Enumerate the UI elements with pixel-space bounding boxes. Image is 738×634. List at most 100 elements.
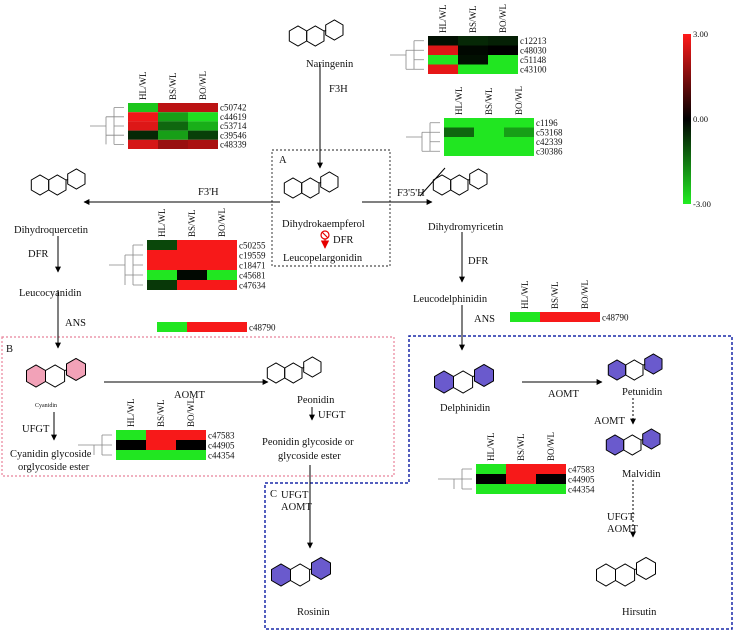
ring [325, 19, 344, 41]
heatmap-cell [536, 474, 566, 484]
gene-label: c47583 [208, 431, 235, 441]
comparison-label: BO/WL [514, 86, 524, 115]
structure-petunidin [607, 353, 663, 381]
ring [450, 174, 469, 196]
structure-delphinidin [434, 363, 494, 394]
enzyme-ufgt-hirsutin: UFGT [607, 512, 635, 523]
dendrogram [78, 434, 112, 456]
heatmap-cell [428, 45, 458, 55]
compound-rosinin: Rosinin [297, 607, 330, 618]
enzyme-labels: F3H F3'H F3'5'H DFR DFR DFR ANS ANS AOMT… [22, 84, 639, 535]
gene-label: c44905 [208, 441, 235, 451]
enzyme-aomt-b: AOMT [174, 390, 206, 401]
gene-label: c44905 [568, 475, 595, 485]
bond [309, 568, 312, 570]
comparison-label: BS/WL [156, 399, 166, 427]
heatmap-cell [428, 64, 458, 74]
enzyme-dfr-right: DFR [468, 256, 488, 267]
enzyme-aomt-hirsutin: AOMT [607, 524, 639, 535]
ring [45, 364, 66, 388]
panel-a-label: A [279, 155, 287, 166]
heatmap-cell [536, 484, 566, 494]
heatmap-cell [504, 137, 534, 147]
gene-label: c48030 [520, 46, 547, 56]
heatmap-cell [540, 312, 570, 322]
heatmap-cell [207, 250, 237, 260]
ring [625, 359, 644, 381]
heatmap-cell [474, 146, 504, 156]
ring [644, 353, 663, 375]
gene-label: c51148 [520, 55, 547, 65]
ring [434, 370, 454, 394]
heatmap-cell [177, 250, 207, 260]
bond [318, 182, 322, 184]
heatmap-cell [128, 121, 158, 131]
heatmap-cell [128, 112, 158, 122]
heatmap-ans_left: c48790 [157, 322, 276, 333]
heatmap-cell [207, 240, 237, 250]
heatmap-cell [474, 127, 504, 137]
enzyme-f3h: F3H [329, 84, 348, 95]
ring [320, 171, 339, 193]
enzyme-aomt-c: AOMT [548, 389, 580, 400]
comparison-label: BO/WL [498, 4, 508, 33]
comparison-label: BO/WL [186, 398, 196, 427]
heatmap-cell [147, 250, 177, 260]
enzyme-aomt-rosinin: AOMT [281, 502, 313, 513]
ring [48, 174, 67, 196]
panel-b-label: B [6, 344, 13, 355]
heatmap-cell [207, 270, 237, 280]
comparison-label: HL/WL [157, 209, 167, 238]
heatmap-cell [488, 45, 518, 55]
comparison-label: HL/WL [126, 399, 136, 428]
ring [642, 428, 661, 450]
comparison-label: HL/WL [486, 433, 496, 462]
enzyme-ufgt-rosinin: UFGT [281, 490, 309, 501]
comparison-label: HL/WL [520, 281, 530, 310]
pathway-arrows [51, 64, 636, 549]
heatmap-cell [570, 312, 600, 322]
ring [67, 168, 86, 190]
gene-label: c48339 [220, 140, 247, 150]
ring [306, 25, 325, 47]
compound-peonidin-glycoside-1: Peonidin glycoside or [262, 437, 354, 448]
comparison-label: BS/WL [484, 87, 494, 115]
compound-cyanidin-glycoside-2: orglycoside ester [18, 462, 90, 473]
heatmap-cell [474, 118, 504, 128]
heatmap-cell [147, 270, 177, 280]
heatmap-cell [444, 127, 474, 137]
compound-dihydrokaempferol: Dihydrokaempferol [282, 219, 365, 230]
ring [432, 174, 452, 196]
comparison-label: BS/WL [187, 209, 197, 237]
ring [283, 177, 303, 199]
ring [271, 563, 291, 587]
heatmap-cell [444, 137, 474, 147]
heatmap-cell [158, 139, 188, 149]
bond [301, 367, 305, 369]
heatmap-cell [506, 474, 536, 484]
gene-label: c47583 [568, 465, 595, 475]
enzyme-ans-right: ANS [474, 314, 495, 325]
comparison-label: BS/WL [516, 433, 526, 461]
dendrogram [406, 122, 440, 152]
comparison-label: HL/WL [138, 72, 148, 101]
ring [288, 25, 308, 47]
heatmap-cell [428, 55, 458, 65]
heatmap-cell [444, 146, 474, 156]
enzyme-dfr-a: DFR [333, 235, 353, 246]
structure-malvidin [605, 428, 661, 456]
heatmap-cell [488, 36, 518, 46]
ring [623, 434, 642, 456]
heatmap-cell [444, 118, 474, 128]
heatmap-cell [504, 118, 534, 128]
ring [474, 363, 494, 387]
dendrogram [390, 40, 424, 70]
ring [303, 356, 322, 378]
gene-label: c48790 [249, 323, 276, 333]
bond [65, 179, 69, 181]
gene-label: c44354 [208, 451, 235, 461]
structure-dihydroquercetin [30, 168, 86, 196]
heatmap-cell [116, 440, 146, 450]
